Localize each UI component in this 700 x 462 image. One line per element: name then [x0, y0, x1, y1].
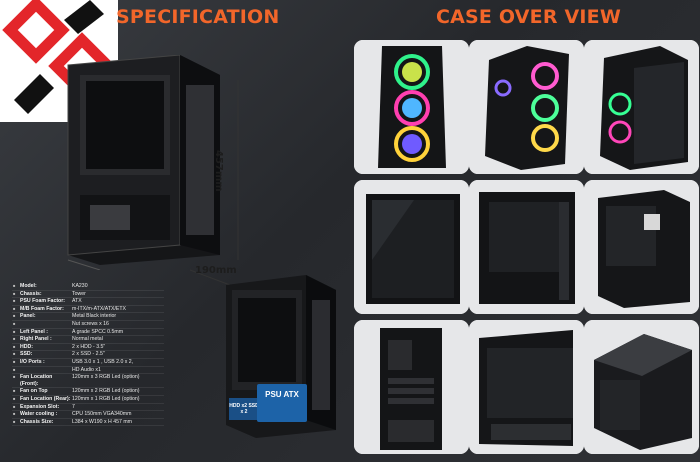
dimension-lines: [189, 80, 239, 286]
spec-value: CPU 150mm VGA340mm: [72, 411, 132, 418]
spec-key: SSD:: [12, 351, 72, 358]
spec-row: Fan Location (Front):120mm x 3 RGB Led (…: [12, 374, 164, 389]
gallery-front-rgb: [354, 40, 469, 174]
spec-key: Chassis Size:: [12, 419, 72, 426]
gallery-glass-side: [584, 40, 699, 174]
spec-row: Model:KA230: [12, 283, 164, 291]
gallery-angle-rgb: [469, 40, 584, 174]
spec-value: Tower: [72, 290, 86, 297]
spec-key: M/B Foam Factor:: [12, 306, 72, 313]
spec-value: Nut screws x 16: [72, 320, 109, 327]
spec-value: HD Audio x1: [72, 366, 101, 373]
spec-row: Nut screws x 16: [12, 321, 164, 329]
spec-value: Normal metal: [72, 336, 103, 343]
spec-key: Model:: [12, 283, 72, 290]
spec-row: Water cooling :CPU 150mm VGA340mm: [12, 411, 164, 419]
specification-heading: SPECIFICATION: [116, 6, 280, 28]
psu-label: PSU ATX: [257, 384, 307, 422]
spec-row: Expansion Slot:7: [12, 404, 164, 412]
spec-key: I/O Ports :: [12, 359, 72, 366]
case-interior-image: [226, 275, 336, 438]
spec-row: HDD:2 x HDD - 3.5": [12, 344, 164, 352]
spec-key: Expansion Slot:: [12, 404, 72, 411]
spec-value: 120mm x 1 RGB Led (option): [72, 395, 140, 402]
spec-key: Fan on Top: [12, 388, 72, 395]
spec-value: USB 3.0 x 1 , USB 2.0 x 2,: [72, 358, 134, 365]
gallery-interior-front: [469, 180, 584, 314]
spec-key: Left Panel :: [12, 329, 72, 336]
spec-row: SSD:2 x SSD - 2.5": [12, 351, 164, 359]
depth-dimension: 190mm: [195, 265, 237, 276]
spec-row: I/O Ports :USB 3.0 x 1 , USB 2.0 x 2,: [12, 359, 164, 367]
spec-row: PSU Foam Factor:ATX: [12, 298, 164, 306]
spec-key: Panel:: [12, 313, 72, 320]
spec-row: Panel:Metal Black interior: [12, 313, 164, 321]
height-dimension: 457mm: [213, 150, 224, 192]
gallery-rear-view: [354, 320, 469, 454]
spec-key: Fan Location (Front):: [12, 374, 72, 387]
gallery-bottom-view: [469, 320, 584, 454]
spec-row: Chassis:Tower: [12, 291, 164, 299]
drive-bay-label: HDD x2 SSD x 2: [229, 398, 259, 420]
spec-value: 2 x SSD - 2.5": [72, 351, 105, 358]
spec-row: Right Panel :Normal metal: [12, 336, 164, 344]
spec-key: HDD:: [12, 344, 72, 351]
spec-value: m-ITX/m-ATX/ATX/ETX: [72, 305, 126, 312]
spec-value: KA230: [72, 283, 88, 289]
spec-key: Right Panel :: [12, 336, 72, 343]
gallery-interior-angle: [584, 180, 699, 314]
spec-key: Chassis:: [12, 291, 72, 298]
spec-value: 2 x HDD - 3.5": [72, 343, 106, 350]
gallery-open-top: [584, 320, 699, 454]
spec-value: Metal Black interior: [72, 313, 117, 320]
spec-key: Water cooling :: [12, 411, 72, 418]
spec-value: ATX: [72, 298, 82, 305]
case-main-image: [67, 55, 220, 270]
spec-value: 7: [72, 403, 75, 410]
spec-value: 120mm x 3 RGB Led (option): [72, 374, 140, 381]
specification-table: Model:KA230 Chassis:Tower PSU Foam Facto…: [12, 283, 164, 427]
spec-value: A grade SPCC 0.5mm: [72, 328, 124, 335]
spec-row: Left Panel :A grade SPCC 0.5mm: [12, 329, 164, 337]
spec-row: HD Audio x1: [12, 367, 164, 375]
case-overview-heading: CASE OVER VIEW: [436, 6, 622, 28]
spec-value: L384 x W190 x H 457 mm: [72, 418, 132, 425]
spec-row: Fan Location (Rear):120mm x 1 RGB Led (o…: [12, 396, 164, 404]
spec-value: 120mm x 2 RGB Led (option): [72, 388, 140, 395]
spec-key: Fan Location (Rear):: [12, 396, 72, 403]
spec-row: Chassis Size:L384 x W190 x H 457 mm: [12, 419, 164, 427]
gallery-side-glass: [354, 180, 469, 314]
spec-key: PSU Foam Factor:: [12, 298, 72, 305]
spec-row: M/B Foam Factor:m-ITX/m-ATX/ATX/ETX: [12, 306, 164, 314]
